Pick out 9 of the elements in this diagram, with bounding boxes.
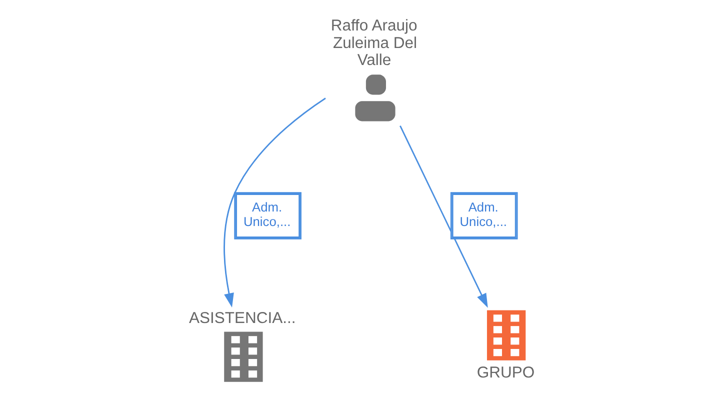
node-box bbox=[486, 310, 526, 360]
edge-label: Adm. Unico,... bbox=[242, 200, 290, 230]
edge-label: Adm. Unico,... bbox=[459, 200, 506, 230]
arrow bbox=[223, 98, 326, 308]
arrow bbox=[399, 125, 488, 308]
node-box bbox=[224, 332, 262, 382]
node-label: GRUPO bbox=[476, 364, 534, 382]
node-label: Raffo Araujo Zuleima Del Valle bbox=[330, 18, 417, 70]
node-label: ASISTENCIA... bbox=[188, 310, 296, 327]
